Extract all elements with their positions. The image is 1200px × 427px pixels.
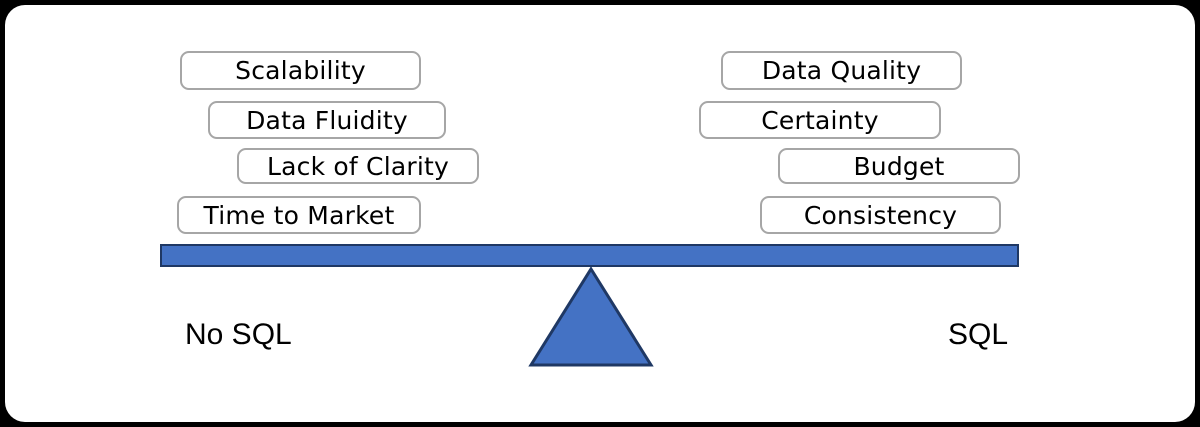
left-item-label: Time to Market	[203, 200, 395, 230]
left-item-time-to-market: Time to Market	[177, 196, 421, 234]
right-item-label: Consistency	[803, 200, 958, 230]
right-item-label: Data Quality	[761, 56, 922, 85]
balance-beam-icon	[160, 244, 1019, 267]
right-item-data-quality: Data Quality	[721, 51, 962, 90]
left-item-lack-of-clarity: Lack of Clarity	[237, 148, 479, 184]
right-item-budget: Budget	[778, 148, 1020, 184]
left-item-scalability: Scalability	[180, 51, 421, 90]
left-item-label: Lack of Clarity	[266, 151, 449, 181]
right-item-consistency: Consistency	[760, 196, 1001, 234]
left-item-label: Data Fluidity	[246, 105, 408, 135]
diagram-card: Scalability Data Fluidity Lack of Clarit…	[5, 5, 1195, 422]
right-axis-label: SQL	[948, 318, 1009, 351]
right-item-label: Certainty	[761, 105, 879, 135]
left-item-label: Scalability	[235, 56, 366, 85]
right-item-label: Budget	[853, 151, 945, 181]
left-item-data-fluidity: Data Fluidity	[208, 101, 446, 139]
fulcrum-triangle-shape	[528, 266, 654, 367]
triangle-fulcrum-icon	[528, 266, 654, 367]
left-axis-label: No SQL	[185, 318, 292, 351]
right-item-certainty: Certainty	[699, 101, 941, 139]
